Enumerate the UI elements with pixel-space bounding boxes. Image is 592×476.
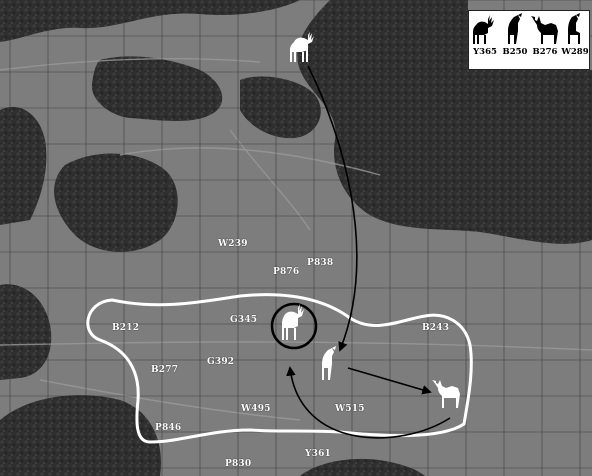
label-B277: B277 — [151, 365, 179, 375]
stag-icon — [290, 32, 314, 62]
label-P876: P876 — [273, 267, 300, 277]
label-P830: P830 — [225, 459, 252, 469]
legend: Y365 B250 B276 W289 — [468, 10, 590, 70]
label-P846: P846 — [155, 423, 182, 433]
legend-item-B250: B250 — [500, 13, 530, 57]
legend-item-Y365: Y365 — [470, 13, 500, 57]
label-W239: W239 — [218, 239, 248, 249]
hind-icon — [568, 13, 580, 44]
stag-icon — [282, 304, 304, 340]
label-G345: G345 — [230, 315, 258, 325]
arrow-center-to-right — [347, 367, 432, 395]
label-B243: B243 — [422, 323, 450, 333]
label-P838: P838 — [307, 258, 334, 268]
legend-label: Y365 — [473, 47, 497, 57]
label-W515: W515 — [335, 404, 365, 414]
legend-label: B276 — [532, 47, 558, 57]
legend-label: W289 — [561, 47, 589, 57]
arrow-right-to-circle — [286, 366, 451, 439]
hind-icon — [508, 13, 522, 44]
label-G392: G392 — [207, 357, 235, 367]
movement-arrows — [286, 65, 451, 439]
label-Y361: Y361 — [305, 449, 332, 459]
hind-icon — [322, 346, 336, 380]
fallow-buck-icon — [531, 16, 558, 44]
highlight-circle — [270, 302, 318, 350]
arrow-top-to-center — [307, 65, 358, 352]
stag-icon — [473, 15, 494, 44]
home-range-outline — [86, 293, 473, 444]
legend-item-B276: B276 — [530, 13, 560, 57]
fallow-buck-icon — [432, 380, 460, 408]
label-W495: W495 — [241, 404, 271, 414]
label-B212: B212 — [112, 323, 140, 333]
legend-item-W289: W289 — [560, 13, 590, 57]
legend-label: B250 — [502, 47, 528, 57]
